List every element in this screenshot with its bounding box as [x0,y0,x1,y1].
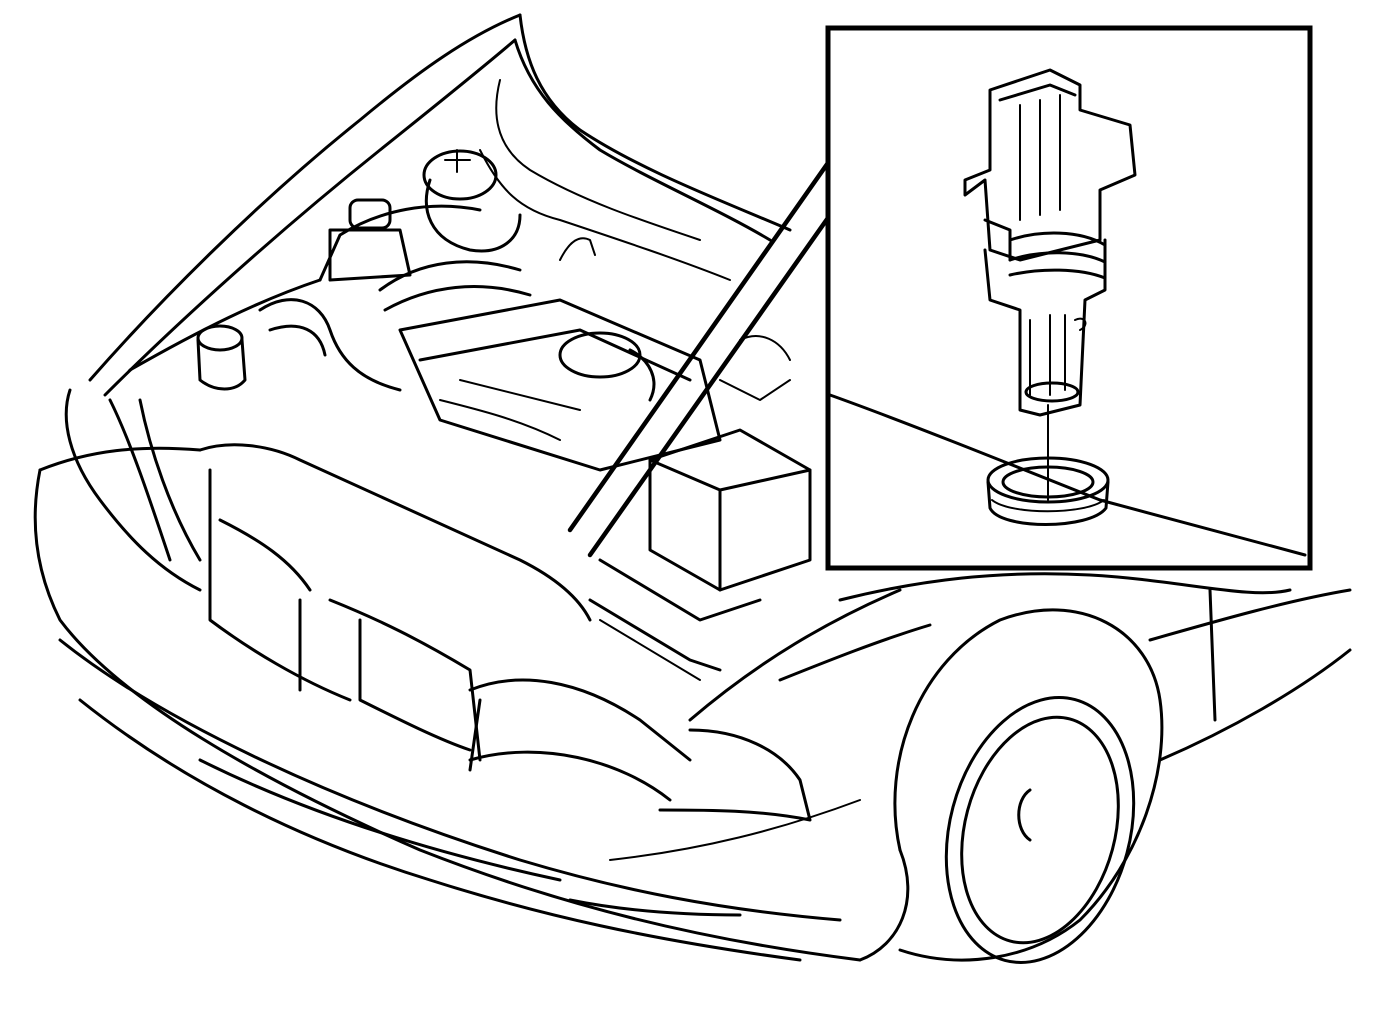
grille-inner [358,618,472,752]
battery [648,428,812,592]
car-body [33,388,1352,962]
front-fender-lower [858,848,910,962]
wheel-rim [960,715,1120,945]
sensor-connector [963,68,1137,262]
sensor-body [983,238,1107,417]
fender-top-line [688,588,902,722]
bumper-lip [568,898,742,917]
fender-crease [778,623,932,682]
grille-top [218,518,312,592]
wheel-hub [1017,788,1032,842]
intake-pipe-top [378,260,522,292]
hood-brace [479,149,731,281]
engine-block [398,298,722,472]
hood-front-edge [198,443,592,622]
engine-cable [628,348,656,402]
connector-top-edge [998,83,1077,102]
grille-left [208,468,352,702]
hood-prop-rod [567,157,833,533]
sensor-collar-top [1008,231,1107,247]
ring-inner [1001,465,1095,499]
intake-hose-2 [268,324,327,357]
valve-cover-line [418,328,692,382]
sensor-tip [1024,381,1080,403]
front-wheel [893,608,1164,964]
sensor-collar-mid [1008,251,1107,264]
bumper-groove [609,799,861,861]
battery-top-edge [648,458,812,492]
bumper-lower-line [58,638,842,922]
fluid-tank-cap [348,198,392,230]
side-shoulder-line [838,572,1292,602]
bumper-crease [198,758,562,882]
hood-insulation-line [495,79,701,241]
grille-panel [328,598,482,762]
reservoir-body [424,178,522,253]
right-headlight-top [468,678,692,762]
oil-cap [196,324,244,352]
bay-front-left [128,278,322,372]
engine-rib-2 [459,379,581,411]
right-headlight-left-edge [468,698,482,772]
reservoir-cap [422,149,498,201]
bracket-right [719,379,791,401]
fluid-tank [328,228,412,282]
air-box-base [588,598,722,672]
door-line-top [1148,588,1352,642]
hood-left-edge [88,13,522,382]
ring-body [986,480,1110,526]
wheel-tire [944,696,1136,964]
left-headlight-inner [108,398,172,562]
ring-top [986,456,1110,504]
hood-top-edge [518,13,792,232]
door-line-bottom [1158,648,1352,762]
air-box-ridge [599,619,701,681]
sensor-latch [983,218,1012,262]
inset-frame [825,25,1313,571]
right-headlight-bottom [468,750,672,802]
door-seam [1208,588,1217,722]
oil-filler [196,338,247,391]
reservoir-mark [444,149,471,173]
engine-bay [128,149,812,681]
sealing-ring [986,456,1110,526]
ring-groove [991,499,1105,513]
bay-rear-left [318,204,482,282]
right-lamp-housing [658,728,812,822]
left-headlight-outer [138,398,202,562]
sensor-collar-bottom [1008,268,1107,280]
detail-inset [825,25,1313,571]
cable-hook [559,237,596,261]
bumper-top-left [38,446,202,472]
bumper-bottom-line [78,698,802,962]
hood-prop-rod-inner [587,212,833,558]
inset-surface-line [828,393,1307,557]
wheel-arch [893,608,1164,962]
intake-hose-1 [258,298,402,392]
intake-pipe-bottom [383,285,532,312]
hood-inner-top [513,38,772,242]
sensor-side-tab [1074,317,1087,331]
sensor-component [963,68,1137,417]
hood-left-inner [103,38,517,397]
cable-right [739,335,791,361]
bumper-outline [33,468,862,962]
engine-rib-1 [439,399,561,441]
air-box-lower [598,558,762,622]
left-fender-edge [64,388,202,592]
open-hood [88,13,833,558]
